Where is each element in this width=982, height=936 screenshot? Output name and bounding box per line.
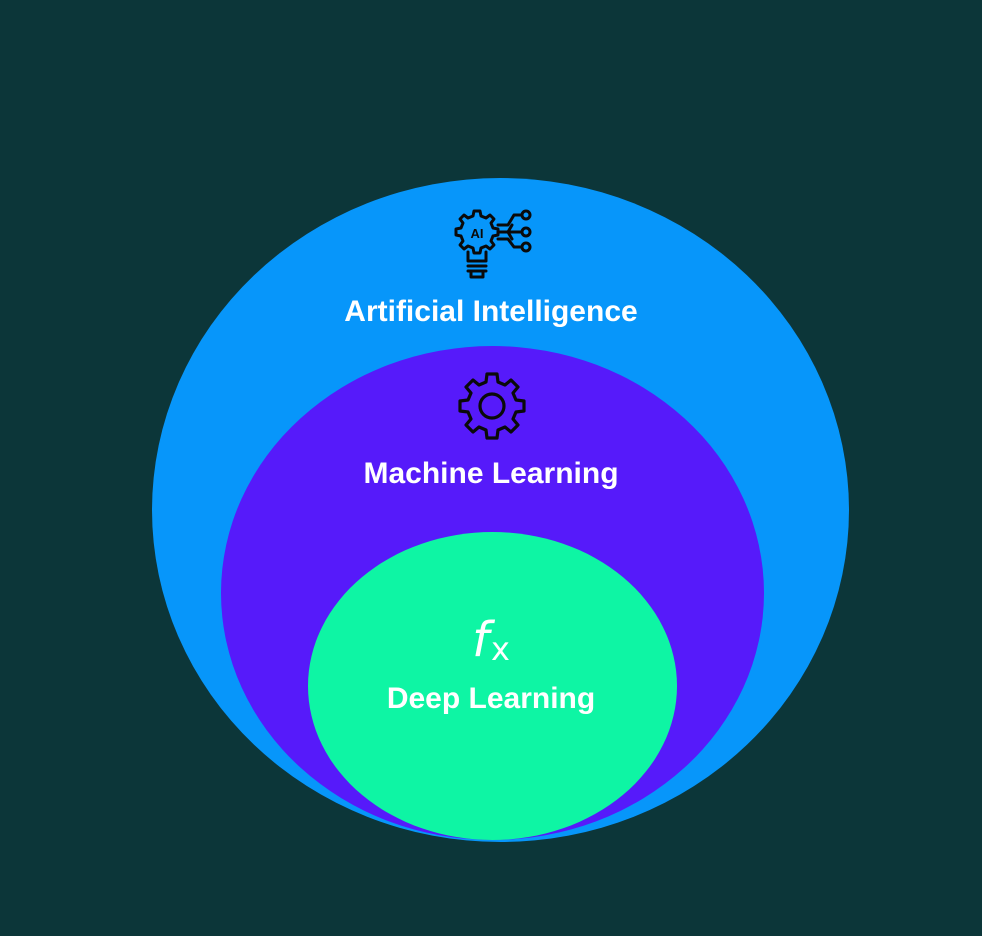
dl-label: Deep Learning — [386, 682, 596, 715]
ml-label: Machine Learning — [363, 457, 619, 490]
fx-function-icon: fx — [0, 610, 982, 679]
svg-text:AI: AI — [471, 226, 484, 241]
ai-chip-lightbulb-icon: AI — [454, 209, 532, 279]
ai-label: Artificial Intelligence — [344, 295, 638, 328]
fx-f: f — [472, 612, 489, 668]
gear-icon — [458, 372, 526, 440]
fx-x: x — [490, 630, 510, 668]
dl-circle — [308, 532, 677, 840]
